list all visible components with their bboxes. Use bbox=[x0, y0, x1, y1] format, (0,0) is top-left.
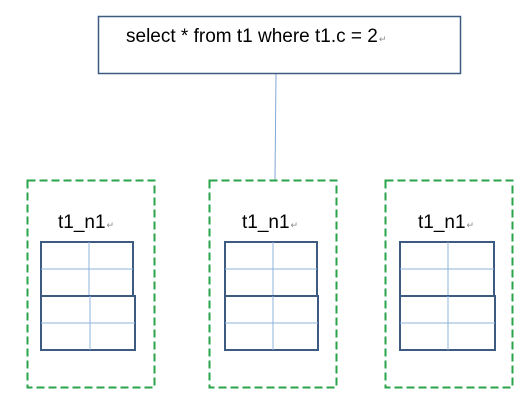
node-3: t1_n1↵ bbox=[384, 179, 514, 389]
paragraph-mark-icon: ↵ bbox=[379, 35, 387, 45]
node-border bbox=[208, 179, 338, 389]
paragraph-mark-icon: ↵ bbox=[291, 221, 299, 231]
node-border bbox=[26, 179, 156, 389]
table-icon-lower bbox=[40, 295, 136, 351]
node-label-text: t1_n1 bbox=[418, 212, 466, 233]
node-border bbox=[384, 179, 514, 389]
paragraph-mark-icon: ↵ bbox=[467, 221, 475, 231]
node-label: t1_n1↵ bbox=[58, 212, 114, 233]
node-label: t1_n1↵ bbox=[242, 212, 298, 233]
node-1: t1_n1↵ bbox=[26, 179, 156, 389]
table-icon-upper bbox=[40, 241, 134, 297]
table-icon-lower bbox=[399, 295, 496, 351]
paragraph-mark-icon: ↵ bbox=[107, 221, 115, 231]
table-icon-upper bbox=[399, 241, 495, 297]
connector-line bbox=[274, 72, 277, 181]
node-2: t1_n1↵ bbox=[208, 179, 338, 389]
node-label: t1_n1↵ bbox=[418, 212, 474, 233]
table-icon-upper bbox=[224, 241, 318, 297]
node-label-text: t1_n1 bbox=[58, 212, 106, 233]
query-box: select * from t1 where t1.c = 2↵ bbox=[97, 15, 462, 75]
query-sql: select * from t1 where t1.c = 2 bbox=[126, 26, 378, 47]
node-label-text: t1_n1 bbox=[242, 212, 290, 233]
query-box-border bbox=[97, 15, 462, 75]
table-icon-lower bbox=[224, 295, 319, 351]
node-group: t1_n1↵ t1_n1↵ bbox=[26, 179, 514, 389]
query-text: select * from t1 where t1.c = 2↵ bbox=[126, 26, 386, 47]
